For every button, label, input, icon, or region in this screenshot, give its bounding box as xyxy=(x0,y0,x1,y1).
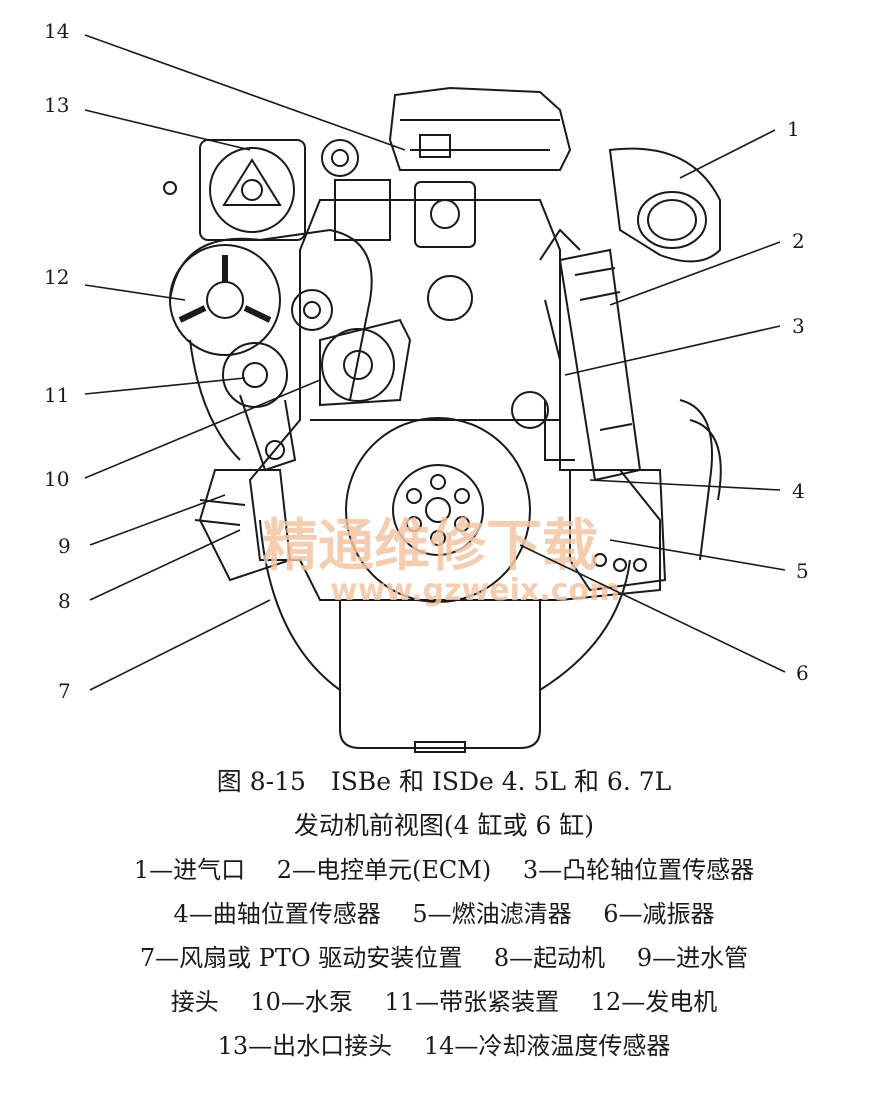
caption-title-line-2: 发动机前视图(4 缸或 6 缸) xyxy=(293,811,595,840)
callout-5: 5 xyxy=(796,559,809,583)
legend-item-13: 13—出水口接头 xyxy=(217,1032,393,1060)
callout-11: 11 xyxy=(44,383,69,407)
callout-12: 12 xyxy=(44,265,69,289)
oil-pan xyxy=(339,600,541,749)
vibration-damper xyxy=(345,417,531,603)
callout-7: 7 xyxy=(58,679,71,703)
legend-item-4: 4—曲轴位置传感器 xyxy=(173,900,381,928)
legend-item-9: 9—进水管 xyxy=(636,944,749,972)
legend-item-8: 8—起动机 xyxy=(493,944,606,972)
callout-8: 8 xyxy=(58,589,71,613)
ecm-module xyxy=(558,248,642,482)
water-pump xyxy=(321,328,395,402)
legend-item-12: 12—发电机 xyxy=(590,988,718,1016)
callout-leaders xyxy=(84,34,786,691)
engine-drawing xyxy=(163,86,722,753)
callout-4: 4 xyxy=(792,479,805,503)
lower-block xyxy=(259,519,631,691)
callout-6: 6 xyxy=(796,661,809,685)
watermark-cn: 精通维修下载 xyxy=(262,514,598,579)
water-outlet xyxy=(321,139,359,177)
fuel-filter xyxy=(569,469,667,592)
legend-line-2: 4—曲轴位置传感器 5—燃油滤清器 6—减振器 xyxy=(0,892,888,936)
legend-item-1: 1—进气口 xyxy=(133,856,246,884)
caption-title-line-1: 图 8-15 ISBe 和 ISDe 4. 5L 和 6. 7L xyxy=(216,767,672,796)
callout-10: 10 xyxy=(44,467,69,491)
watermark-url: www.gzweix.com xyxy=(330,573,620,608)
engine-front-view-diagram: 精通维修下载 www.gzweix.com 1 2 3 4 5 6 7 8 9 … xyxy=(44,19,809,753)
legend-line-1: 1—进气口 2—电控单元(ECM) 3—凸轮轴位置传感器 xyxy=(0,848,888,892)
valve-cover xyxy=(388,86,572,171)
callout-9: 9 xyxy=(58,534,71,558)
engine-block xyxy=(248,199,661,601)
fan-hub xyxy=(199,139,306,241)
callout-2: 2 xyxy=(792,229,805,253)
legend-item-7: 7—风扇或 PTO 驱动安装位置 xyxy=(139,944,463,972)
legend-line-3: 7—风扇或 PTO 驱动安装位置 8—起动机 9—进水管 xyxy=(0,936,888,980)
legend-line-5: 13—出水口接头 14—冷却液温度传感器 xyxy=(0,1024,888,1068)
figure-caption: 图 8-15 ISBe 和 ISDe 4. 5L 和 6. 7L 发动机前视图(… xyxy=(0,760,888,1068)
legend-item-9-cont: 接头 xyxy=(170,988,219,1016)
legend-item-2: 2—电控单元(ECM) xyxy=(276,856,492,884)
callout-1: 1 xyxy=(787,117,800,141)
drive-belt xyxy=(169,228,373,461)
legend-item-14: 14—冷却液温度传感器 xyxy=(423,1032,671,1060)
callout-14: 14 xyxy=(44,19,69,43)
callout-13: 13 xyxy=(44,93,69,117)
legend-item-10: 10—水泵 xyxy=(250,988,353,1016)
legend-item-5: 5—燃油滤清器 xyxy=(412,900,572,928)
legend-item-3: 3—凸轮轴位置传感器 xyxy=(522,856,755,884)
air-intake xyxy=(608,147,721,263)
legend-item-11: 11—带张紧装置 xyxy=(384,988,560,1016)
legend-line-4: 接头 10—水泵 11—带张紧装置 12—发电机 xyxy=(0,980,888,1024)
legend-item-6: 6—减振器 xyxy=(603,900,715,928)
starter xyxy=(198,469,292,582)
callout-3: 3 xyxy=(792,314,805,338)
